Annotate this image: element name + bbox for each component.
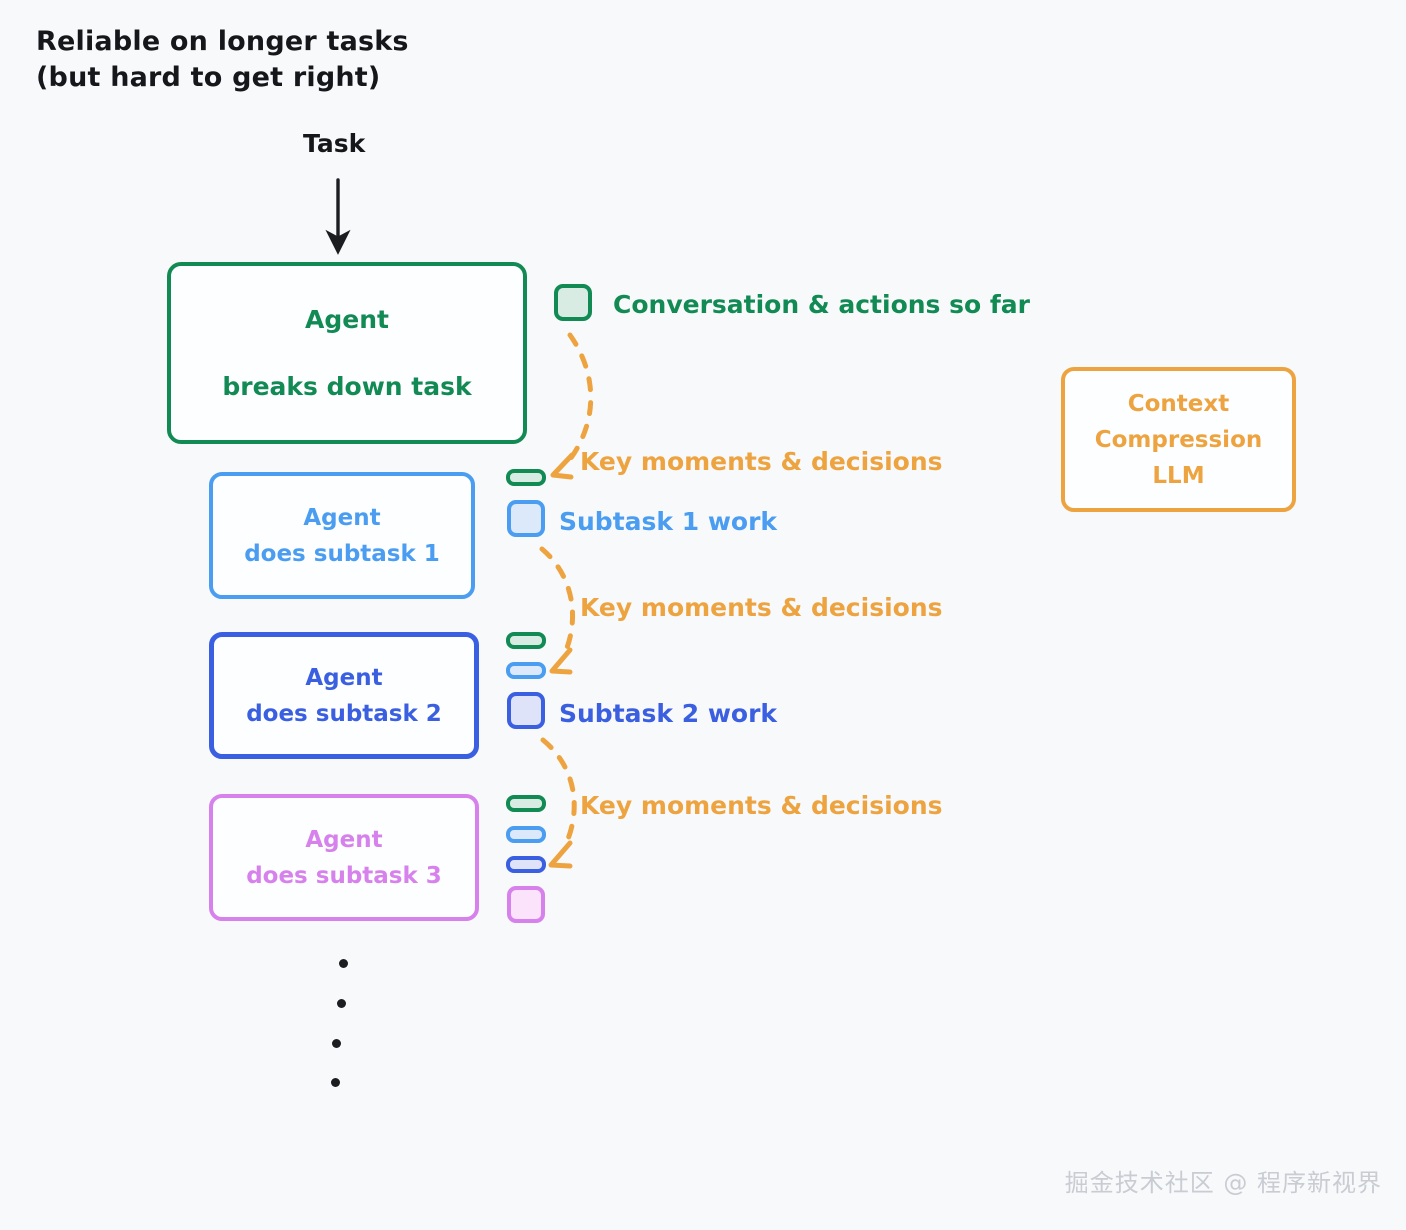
- chip-compressed-green-1: [506, 469, 546, 486]
- agent-subtask-1-box[interactable]: Agent does subtask 1: [209, 472, 475, 599]
- agent-sub2-line1: Agent: [305, 664, 383, 691]
- caption-key-moments-2: Key moments & decisions: [580, 593, 943, 622]
- chip-compressed-green-2: [506, 632, 546, 649]
- task-label: Task: [303, 129, 366, 158]
- agent-sub1-line2: does subtask 1: [244, 540, 440, 567]
- caption-key-moments-3: Key moments & decisions: [580, 791, 943, 820]
- chip-compressed-blue2-3: [506, 856, 546, 873]
- ellipsis-dot: [332, 1039, 341, 1048]
- agent-subtask-3-box[interactable]: Agent does subtask 3: [209, 794, 479, 921]
- caption-conversation: Conversation & actions so far: [613, 290, 1030, 319]
- agent-subtask-2-box[interactable]: Agent does subtask 2: [209, 632, 479, 759]
- compression-arrow-3: [540, 737, 577, 869]
- agent-breaks-down-task-box[interactable]: Agent breaks down task: [167, 262, 527, 444]
- agent-sub3-line2: does subtask 3: [246, 862, 442, 889]
- page-title: Reliable on longer tasks (but hard to ge…: [36, 26, 409, 93]
- agent-sub2-line2: does subtask 2: [246, 700, 442, 727]
- agent-sub3-line1: Agent: [305, 826, 383, 853]
- agent-main-line1: Agent: [305, 305, 389, 334]
- watermark: 掘金技术社区 @ 程序新视界: [1064, 1169, 1382, 1197]
- caption-key-moments-1: Key moments & decisions: [580, 447, 943, 476]
- context-compression-llm-box[interactable]: Context Compression LLM: [1061, 367, 1296, 512]
- compression-arrow-2: [539, 546, 576, 675]
- chip-compressed-green-3: [506, 795, 546, 812]
- compression-llm-line3: LLM: [1152, 462, 1205, 489]
- compression-llm-line1: Context: [1127, 390, 1230, 417]
- chip-compressed-blue1-3: [506, 826, 546, 843]
- caption-subtask1-work: Subtask 1 work: [559, 507, 778, 536]
- ellipsis-dot: [331, 1078, 340, 1087]
- chip-subtask2-work: [507, 692, 545, 729]
- caption-subtask2-work: Subtask 2 work: [559, 699, 778, 728]
- chip-compressed-blue1-2: [506, 662, 546, 679]
- agent-sub1-line1: Agent: [303, 504, 381, 531]
- compression-llm-line2: Compression: [1094, 426, 1263, 453]
- agent-main-line2: breaks down task: [222, 372, 472, 401]
- chip-subtask3-work: [507, 886, 545, 923]
- chip-conversation-green: [554, 284, 592, 321]
- ellipsis-dot: [337, 999, 346, 1008]
- ellipsis-dot: [339, 959, 348, 968]
- chip-subtask1-work: [507, 500, 545, 537]
